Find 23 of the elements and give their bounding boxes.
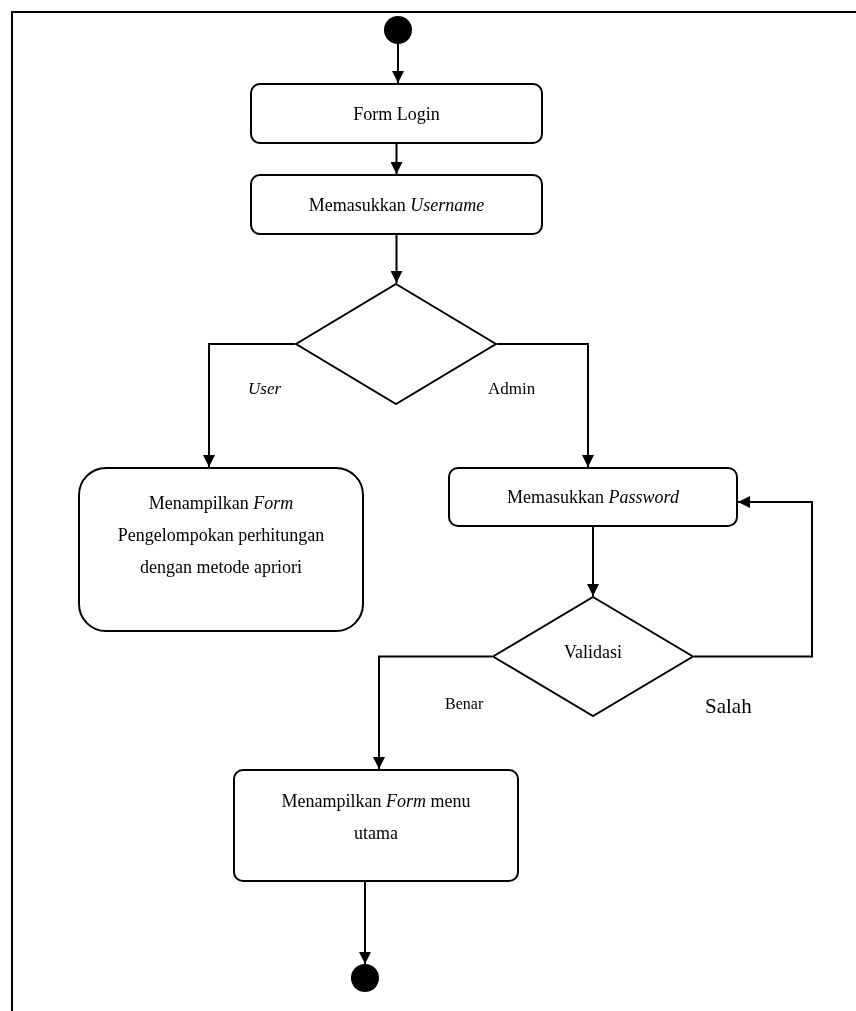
activity-box xyxy=(250,83,543,144)
activity-box xyxy=(250,174,543,235)
activity-box xyxy=(233,769,519,882)
activity-box xyxy=(448,467,738,527)
arrow xyxy=(390,234,403,284)
activity-box xyxy=(78,467,364,632)
decision-diamond xyxy=(492,596,694,717)
arrow xyxy=(587,526,599,597)
node-text: Memasukkan Password xyxy=(507,486,679,509)
node-text: Memasukkan Username xyxy=(308,193,485,217)
arrow xyxy=(392,43,404,84)
arrow xyxy=(203,343,296,468)
arrow xyxy=(496,343,594,468)
start-node xyxy=(384,16,412,44)
arrow xyxy=(693,496,813,658)
node-text: Validasi xyxy=(564,640,622,664)
node-text: Form Login xyxy=(353,102,440,126)
arrow xyxy=(390,143,403,175)
arrow xyxy=(373,655,493,770)
end-node xyxy=(351,964,379,992)
node-text: Menampilkan Form Pengelompokan perhitungan dengan metode apriori xyxy=(116,492,326,579)
arrow xyxy=(359,881,371,965)
node-text: Menampilkan Form menu utama xyxy=(280,790,472,845)
